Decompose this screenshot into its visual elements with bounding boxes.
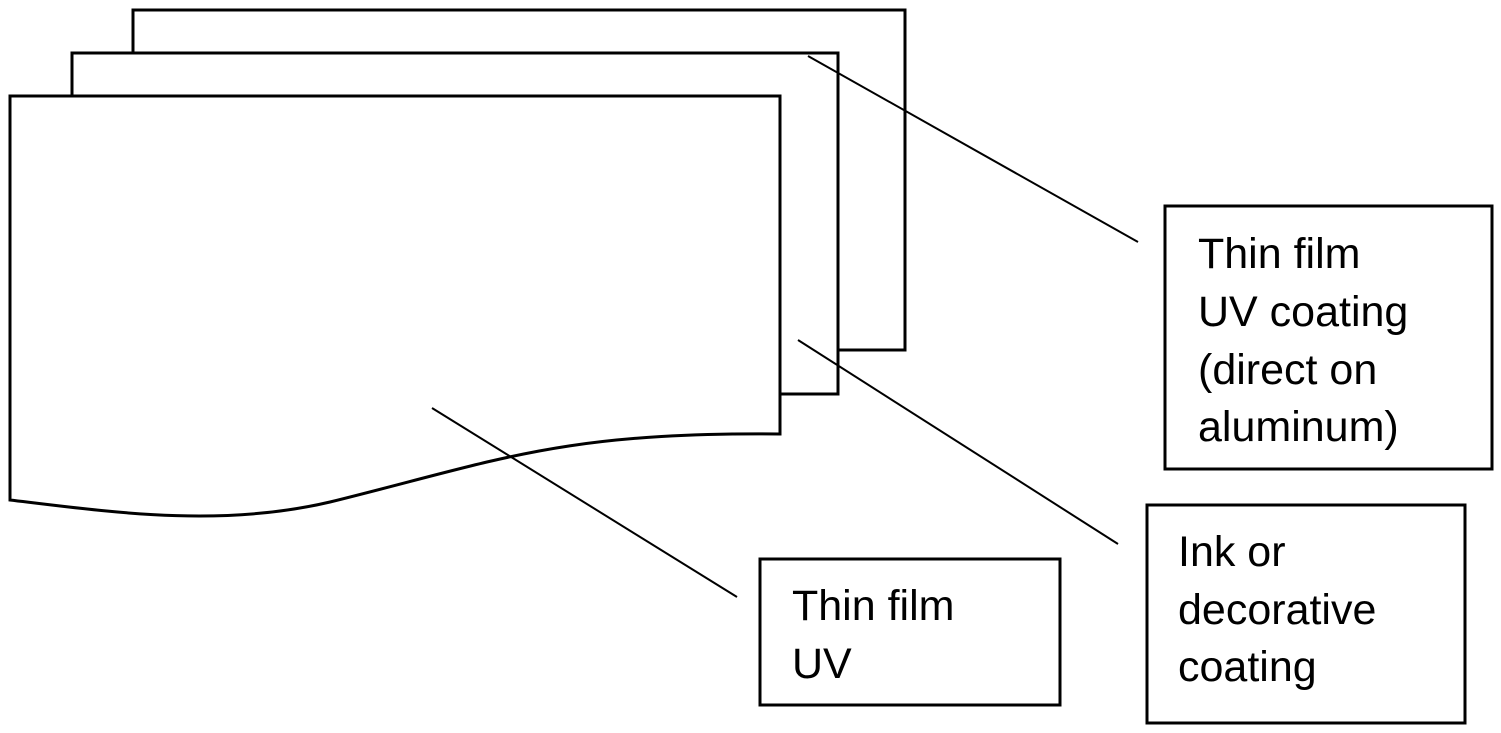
front-layer-sheet [10,96,780,516]
label-box-bottom-center: Thin film UV [760,559,1060,705]
label-middle-right-line-1: Ink or [1178,528,1286,576]
label-bottom-center-line-2: UV [792,640,852,688]
label-middle-right-line-3: coating [1178,643,1317,691]
label-top-right-line-3: (direct on [1198,346,1377,394]
label-box-top-right: Thin film UV coating (direct on aluminum… [1165,206,1492,469]
label-middle-right-line-2: decorative [1178,586,1376,634]
label-top-right-line-2: UV coating [1198,288,1408,336]
label-box-middle-right: Ink or decorative coating [1147,505,1465,723]
label-top-right-line-4: aluminum) [1198,403,1399,451]
leader-line-middle-right [798,340,1118,544]
label-top-right-line-1: Thin film [1198,230,1360,278]
label-bottom-center-line-1: Thin film [792,582,954,630]
